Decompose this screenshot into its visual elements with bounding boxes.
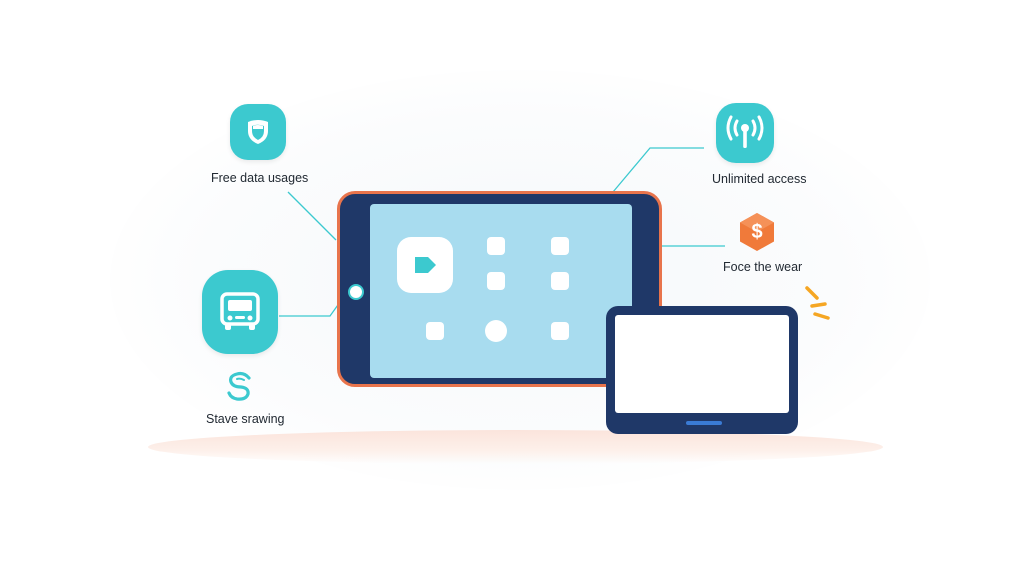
app-icon bbox=[426, 322, 444, 340]
laptop-screen bbox=[615, 315, 789, 413]
swirl-s-icon bbox=[222, 368, 258, 404]
app-icon bbox=[551, 272, 569, 290]
connector-unlimited bbox=[612, 147, 704, 193]
play-icon bbox=[415, 257, 436, 273]
connector-free-data bbox=[287, 191, 337, 241]
app-icon bbox=[487, 272, 505, 290]
sparkle-accent-icon bbox=[805, 286, 830, 320]
broadcast-antenna-icon bbox=[716, 103, 774, 163]
app-icon bbox=[551, 322, 569, 340]
floor-shadow bbox=[148, 430, 883, 464]
laptop-trackpad-line bbox=[686, 421, 722, 425]
tablet-device bbox=[337, 191, 662, 387]
unlimited-label: Unlimited access bbox=[712, 172, 807, 186]
laptop-device bbox=[606, 306, 798, 434]
save-label: Stave srawing bbox=[206, 412, 285, 426]
app-icon bbox=[487, 237, 505, 255]
shield-icon bbox=[230, 104, 286, 160]
tablet-home-button bbox=[348, 284, 364, 300]
app-icon bbox=[551, 237, 569, 255]
free-data-label: Free data usages bbox=[211, 171, 309, 185]
app-icon-round bbox=[485, 320, 507, 342]
dollar-symbol: $ bbox=[751, 220, 763, 243]
dollar-icon: $ bbox=[737, 212, 777, 252]
bus-terminal-icon bbox=[202, 270, 278, 354]
price-label: Foce the wear bbox=[723, 260, 803, 274]
play-app-tile bbox=[397, 237, 453, 293]
tablet-screen bbox=[370, 204, 632, 378]
